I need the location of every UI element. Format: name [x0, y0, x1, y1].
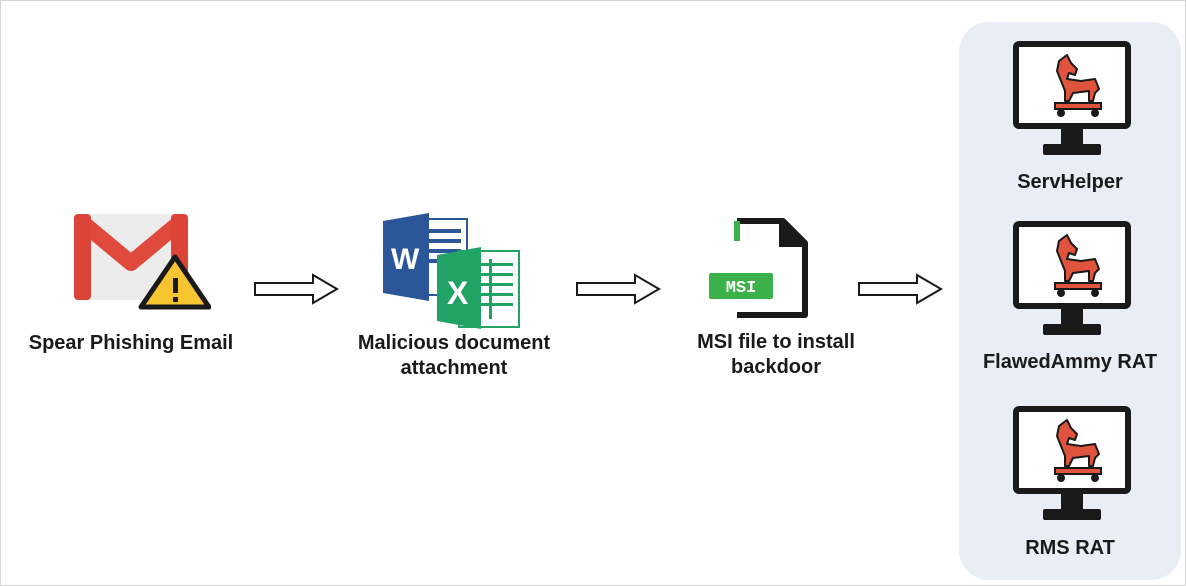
- payload-label-rms: RMS RAT: [1025, 537, 1115, 559]
- svg-text:W: W: [391, 243, 420, 276]
- trojan-monitor-icon: [1013, 41, 1131, 155]
- payload-label-servhelper: ServHelper: [1017, 171, 1123, 193]
- stage-label-msi: MSI file to install backdoor: [697, 331, 855, 378]
- flow-arrow: [576, 273, 661, 305]
- trojan-monitor-icon: [1013, 221, 1131, 335]
- flow-arrow: [254, 273, 339, 305]
- msi-file-icon: MSI: [709, 218, 808, 318]
- gmail-warning-icon: [74, 214, 211, 310]
- flow-arrow: [858, 273, 943, 305]
- msi-badge: MSI: [726, 279, 757, 298]
- svg-text:X: X: [447, 275, 469, 311]
- payload-label-flawedammy: FlawedAmmy RAT: [982, 351, 1158, 373]
- stage-label-email: Spear Phishing Email: [28, 332, 234, 354]
- word-excel-icon: W X: [383, 213, 520, 329]
- trojan-monitor-icon: [1013, 406, 1131, 520]
- stage-label-document: Malicious document attachment: [357, 332, 551, 379]
